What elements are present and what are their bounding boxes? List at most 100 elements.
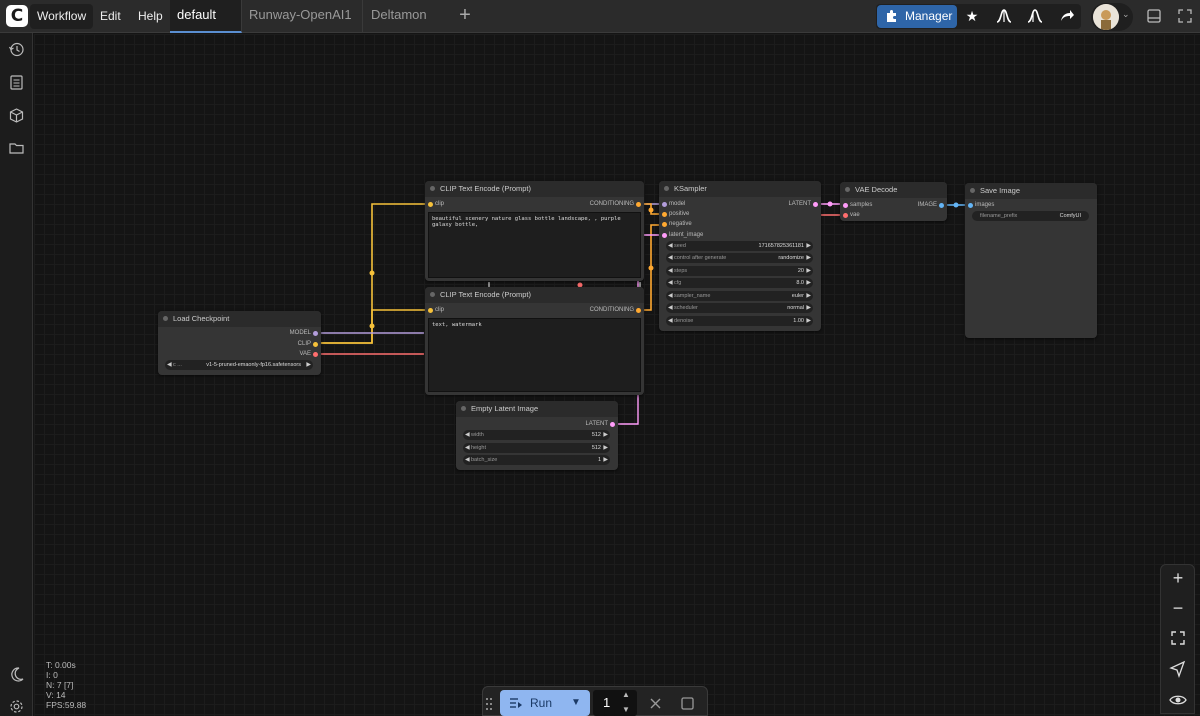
share-icon[interactable] [1058, 7, 1076, 25]
arrow-left-icon[interactable]: ◀ [668, 280, 673, 286]
eye-icon[interactable] [1168, 690, 1188, 710]
tab-runway-openai1[interactable]: Runway-OpenAI1 [242, 0, 363, 33]
chevron-down-icon[interactable]: ⌄ [1122, 9, 1130, 19]
arrow-right-icon[interactable]: ▶ [603, 445, 608, 451]
node-load-checkpoint[interactable]: Load Checkpoint MODEL CLIP VAE ◀ c ... v… [158, 311, 321, 375]
comfy-logo-icon[interactable]: C [6, 5, 28, 27]
manager-button[interactable]: Manager [877, 5, 957, 28]
node-clip-text-encode-negative[interactable]: CLIP Text Encode (Prompt) clip CONDITION… [425, 287, 644, 395]
tab-default[interactable]: default [170, 0, 242, 33]
input-model-slot[interactable] [662, 202, 667, 207]
graph-canvas[interactable] [34, 34, 1200, 716]
input-latent-image-slot[interactable] [662, 233, 667, 238]
input-clip-slot[interactable] [428, 202, 433, 207]
node-title[interactable]: CLIP Text Encode (Prompt) [425, 181, 644, 197]
fullscreen-icon[interactable] [1176, 7, 1194, 25]
panel-bottom-icon[interactable] [1145, 7, 1163, 25]
input-samples-slot[interactable] [843, 203, 848, 208]
node-clip-text-encode-positive[interactable]: CLIP Text Encode (Prompt) clip CONDITION… [425, 181, 644, 281]
input-images-slot[interactable] [968, 203, 973, 208]
add-tab-button[interactable]: + [459, 4, 471, 26]
arrow-right-icon[interactable]: ▶ [806, 243, 811, 249]
settings-gear-icon[interactable] [8, 698, 25, 715]
output-image-slot[interactable] [939, 203, 944, 208]
menu-edit[interactable]: Edit [100, 9, 121, 23]
arrow-left-icon[interactable]: ◀ [167, 362, 172, 368]
drag-handle-icon[interactable] [485, 697, 493, 711]
chevron-down-icon[interactable]: ▼ [571, 697, 581, 708]
arrow-left-icon[interactable]: ◀ [465, 432, 470, 438]
distribution-alt-icon[interactable] [1026, 7, 1044, 25]
node-title[interactable]: Load Checkpoint [158, 311, 321, 327]
node-title[interactable]: Save Image [965, 183, 1097, 199]
arrow-right-icon[interactable]: ▶ [806, 280, 811, 286]
node-vae-decode[interactable]: VAE Decode samples vae IMAGE [840, 182, 947, 221]
output-conditioning-slot[interactable] [636, 308, 641, 313]
input-positive-slot[interactable] [662, 212, 667, 217]
node-title[interactable]: KSampler [659, 181, 821, 197]
zoom-in-icon[interactable]: + [1172, 568, 1184, 588]
node-ksampler[interactable]: KSampler model positive negative latent_… [659, 181, 821, 331]
queue-list-icon[interactable] [8, 74, 25, 91]
arrow-right-icon[interactable]: ▶ [306, 362, 311, 368]
workflows-folder-icon[interactable] [8, 140, 25, 157]
menu-workflow[interactable]: Workflow [30, 4, 94, 29]
input-vae-slot[interactable] [843, 213, 848, 218]
arrow-left-icon[interactable]: ◀ [668, 318, 673, 324]
avatar[interactable] [1093, 4, 1119, 30]
arrow-left-icon[interactable]: ◀ [465, 445, 470, 451]
output-conditioning-slot[interactable] [636, 202, 641, 207]
output-latent-slot[interactable] [610, 422, 615, 427]
arrow-right-icon[interactable]: ▶ [603, 432, 608, 438]
fit-view-icon[interactable] [1168, 628, 1188, 648]
tab-deltamon[interactable]: Deltamon [371, 7, 427, 22]
output-clip-slot[interactable] [313, 342, 318, 347]
arrow-right-icon[interactable]: ▶ [603, 457, 608, 463]
output-model-slot[interactable] [313, 331, 318, 336]
input-negative-slot[interactable] [662, 222, 667, 227]
output-latent-slot[interactable] [813, 202, 818, 207]
arrow-left-icon[interactable]: ◀ [465, 457, 470, 463]
arrow-right-icon[interactable]: ▶ [806, 255, 811, 261]
node-title[interactable]: Empty Latent Image [456, 401, 618, 417]
arrow-right-icon[interactable]: ▶ [806, 268, 811, 274]
arrow-right-icon[interactable]: ▶ [806, 293, 811, 299]
stop-square-icon[interactable] [680, 696, 695, 711]
decrement-icon[interactable]: ▼ [622, 705, 630, 714]
history-icon[interactable] [8, 41, 25, 58]
batch-count-input[interactable]: 1 [593, 690, 637, 716]
zoom-out-icon[interactable]: − [1172, 598, 1184, 618]
ckpt-name-widget[interactable]: ◀ c ... v1-5-pruned-emaonly-fp16.safeten… [165, 360, 313, 370]
model-library-cube-icon[interactable] [8, 107, 25, 124]
prompt-textarea[interactable]: beautiful scenery nature glass bottle la… [428, 212, 641, 278]
arrow-right-icon[interactable]: ▶ [806, 305, 811, 311]
node-title[interactable]: CLIP Text Encode (Prompt) [425, 287, 644, 303]
prompt-textarea[interactable]: text, watermark [428, 318, 641, 392]
arrow-left-icon[interactable]: ◀ [668, 268, 673, 274]
arrow-left-icon[interactable]: ◀ [668, 255, 673, 261]
arrow-left-icon[interactable]: ◀ [668, 243, 673, 249]
arrow-right-icon[interactable]: ▶ [806, 318, 811, 324]
navigate-arrow-icon[interactable] [1168, 659, 1188, 679]
menu-help[interactable]: Help [138, 9, 163, 23]
close-icon[interactable] [649, 697, 662, 710]
arrow-left-icon[interactable]: ◀ [668, 293, 673, 299]
distribution-icon[interactable] [995, 7, 1013, 25]
moon-icon[interactable] [8, 666, 25, 683]
output-vae-slot[interactable] [313, 352, 318, 357]
increment-icon[interactable]: ▲ [622, 690, 630, 699]
node-title[interactable]: VAE Decode [840, 182, 947, 198]
